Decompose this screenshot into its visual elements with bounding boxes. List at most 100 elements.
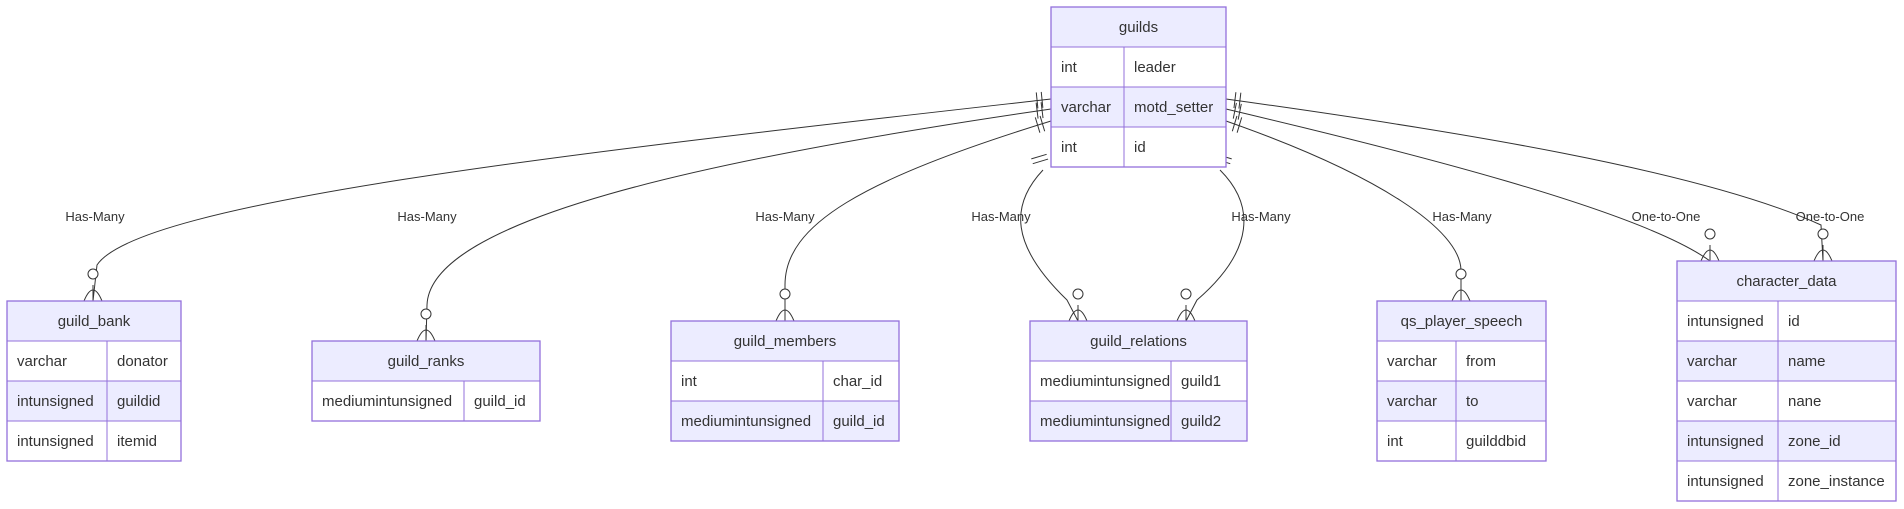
attribute-row (7, 421, 181, 461)
attribute-name: zone_instance (1788, 473, 1885, 490)
cardinality-many-crowfoot (775, 305, 795, 322)
cardinality-zero-circle (1072, 288, 1084, 300)
attribute-name: guild_id (474, 393, 526, 410)
relationship-label: Has-Many (1432, 209, 1492, 224)
cardinality-one-mark (1035, 92, 1039, 109)
entity-header (1030, 321, 1247, 361)
entity-header (1677, 261, 1896, 301)
entity-border (670, 320, 900, 442)
cardinality-one-mark (1236, 117, 1243, 133)
entity-border (6, 300, 182, 462)
entity-border (1376, 300, 1547, 462)
attribute-name: guilddbid (1466, 433, 1526, 450)
attribute-name: from (1466, 353, 1496, 370)
attribute-type: mediumintunsigned (1040, 373, 1170, 390)
cardinality-zero-circle (1455, 268, 1467, 280)
relationship-guilds-character_data (1225, 92, 1833, 262)
attribute-type: varchar (1061, 99, 1111, 116)
attribute-type: varchar (17, 353, 67, 370)
attribute-row (671, 401, 899, 441)
attribute-type: int (681, 373, 698, 390)
cardinality-one-mark (1035, 102, 1039, 119)
relationship-lines (83, 91, 1833, 342)
attribute-row (1030, 361, 1247, 401)
attribute-type: int (1387, 433, 1404, 450)
attribute-name: to (1466, 393, 1479, 410)
attribute-name: guild_id (833, 413, 885, 430)
entity-title: character_data (1736, 273, 1837, 290)
relationship-label: Has-Many (755, 209, 815, 224)
attribute-row (1677, 381, 1896, 421)
attribute-type: varchar (1387, 393, 1437, 410)
cardinality-one-mark (1238, 92, 1242, 109)
attribute-row (671, 361, 899, 401)
attribute-row (1677, 421, 1896, 461)
cardinality-zero-circle (1180, 288, 1192, 300)
cardinality-one-mark (1237, 103, 1242, 120)
relationship-line (425, 108, 1052, 342)
attribute-row (1051, 127, 1226, 167)
attribute-row (1677, 341, 1896, 381)
entity-header (1377, 301, 1546, 341)
attribute-type: intunsigned (17, 433, 94, 450)
relationship-guilds-guild_members (775, 115, 1052, 322)
attribute-type: varchar (1687, 393, 1737, 410)
relationship-label: One-to-One (1796, 209, 1865, 224)
cardinality-one-mark (1040, 91, 1044, 108)
attribute-name: donator (117, 353, 168, 370)
cardinality-one-mark (1039, 115, 1046, 132)
attribute-row (1051, 87, 1226, 127)
relationship-line (92, 98, 1052, 302)
cardinality-one-mark (1031, 153, 1047, 160)
attribute-row (1677, 461, 1896, 501)
relationship-line (1225, 120, 1462, 301)
relationship-label: Has-Many (65, 209, 125, 224)
entity-header (1051, 7, 1226, 47)
attribute-row (1051, 47, 1226, 87)
attribute-name: zone_id (1788, 433, 1841, 450)
cardinality-zero-circle (779, 288, 791, 300)
attribute-name: guild1 (1181, 373, 1221, 390)
relationship-guilds-guild_relations (1020, 153, 1088, 322)
relationship-label: Has-Many (397, 209, 457, 224)
attribute-type: varchar (1387, 353, 1437, 370)
attribute-row (7, 341, 181, 381)
cardinality-many-crowfoot (1176, 305, 1196, 322)
entity-border (311, 340, 541, 422)
cardinality-many-crowfoot (83, 285, 103, 302)
relationship-labels: Has-Many Has-Many Has-Many Has-Many Has-Many… (65, 209, 1865, 224)
entity-title: guild_members (734, 333, 837, 350)
attribute-row (1030, 401, 1247, 441)
relationship-guilds-character_data (1225, 102, 1720, 262)
relationship-line (1225, 98, 1824, 262)
relationship-label: Has-Many (971, 209, 1031, 224)
attribute-type: int (1061, 139, 1078, 156)
cardinality-many-crowfoot (416, 325, 436, 342)
attribute-type: int (1061, 59, 1078, 76)
entity-title: qs_player_speech (1401, 313, 1523, 330)
cardinality-one-mark (1232, 102, 1237, 119)
cardinality-many-crowfoot (1451, 285, 1471, 302)
attribute-name: guildid (117, 393, 160, 410)
attribute-row (7, 381, 181, 421)
entity-border (1676, 260, 1897, 502)
attribute-row (1677, 301, 1896, 341)
cardinality-one-mark (1034, 117, 1041, 133)
entity-header (671, 321, 899, 361)
entity-header (312, 341, 540, 381)
cardinality-zero-circle (1817, 228, 1829, 240)
attribute-type: varchar (1687, 353, 1737, 370)
entity-title: guilds (1119, 19, 1158, 36)
attribute-type: mediumintunsigned (681, 413, 811, 430)
cardinality-one-mark (1032, 158, 1049, 165)
entity-border (1029, 320, 1248, 442)
